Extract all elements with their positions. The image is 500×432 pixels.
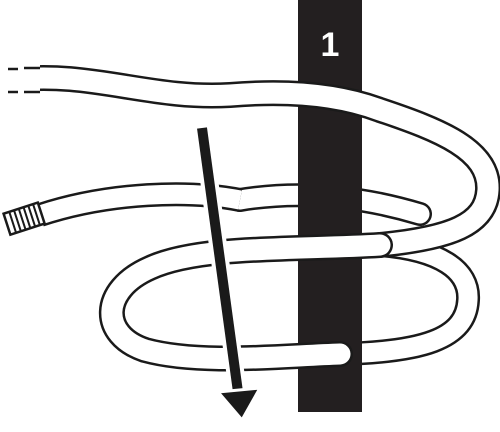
down-arrow-icon xyxy=(193,126,262,422)
rope-working-loop xyxy=(98,232,393,372)
step-number: 1 xyxy=(321,26,340,64)
rope-lower-back-segment xyxy=(328,233,481,366)
rope-standing-part xyxy=(0,64,500,258)
whipped-rope-end xyxy=(2,201,47,237)
